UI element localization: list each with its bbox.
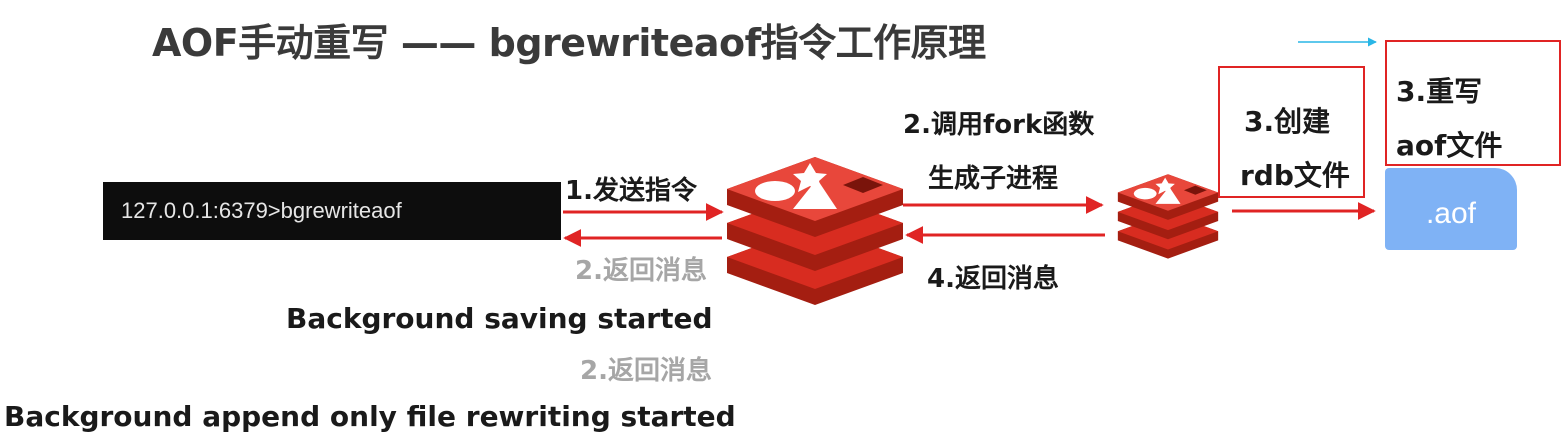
create-rdb-box: [1218, 66, 1365, 198]
redis-child-icon: [1117, 174, 1219, 259]
message-bg-saving: Background saving started: [286, 302, 713, 335]
page-title: AOF手动重写 —— bgrewriteaof指令工作原理: [152, 21, 986, 65]
message-bg-aof: Background append only file rewriting st…: [4, 400, 736, 433]
terminal-command: 127.0.0.1:6379>bgrewriteaof: [121, 198, 402, 223]
label-send-command: 1.发送指令: [565, 176, 697, 206]
rewrite-aof-box: [1385, 40, 1561, 166]
label-return-msg-1: 2.返回消息: [575, 256, 707, 286]
redis-server-icon: [727, 157, 903, 305]
message-return-msg-2: 2.返回消息: [580, 356, 712, 386]
file-label: .aof: [1425, 197, 1477, 230]
label-child-process: 生成子进程: [928, 164, 1059, 194]
label-create-rdb-line1: 3.创建: [1244, 105, 1331, 138]
terminal-command-box: 127.0.0.1:6379>bgrewriteaof: [103, 182, 561, 240]
label-rewrite-line1: 3.重写: [1396, 75, 1483, 108]
label-return-msg-4: 4.返回消息: [927, 264, 1059, 294]
file-icon: .aof: [1385, 168, 1517, 250]
label-fork: 2.调用fork函数: [903, 110, 1095, 140]
label-create-rdb-line2: rdb文件: [1240, 159, 1350, 192]
label-rewrite-line2: aof文件: [1396, 129, 1503, 162]
